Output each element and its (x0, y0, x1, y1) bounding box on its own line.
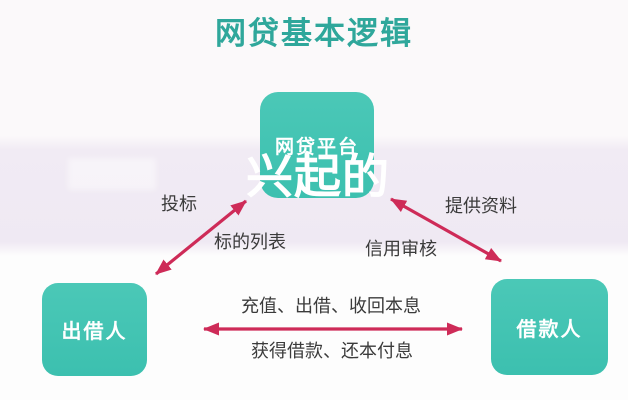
node-lender: 出借人 (42, 283, 147, 376)
diagram-title: 网贷基本逻辑 (215, 16, 413, 51)
edge-label-listing: 标的列表 (214, 232, 286, 252)
arrow-lender-platform (154, 199, 248, 276)
node-platform-label: 网贷平台 (274, 136, 359, 158)
ghost-watermark (68, 158, 156, 190)
edge-label-recharge-lend: 充值、出借、收回本息 (241, 296, 421, 316)
node-borrower-label: 借款人 (516, 318, 583, 341)
arrow-platform-borrower (390, 197, 502, 263)
node-lender-label: 出借人 (61, 321, 128, 343)
node-borrower: 借款人 (491, 279, 608, 375)
edge-label-obtain-repay: 获得借款、还本付息 (251, 341, 413, 361)
edge-label-bid: 投标 (161, 194, 197, 214)
node-platform: 网贷平台 (260, 92, 374, 198)
edge-label-provide-materials: 提供资料 (445, 196, 517, 216)
overlay-watermark-text: 兴起的 (246, 150, 390, 203)
edge-label-credit-review: 信用审核 (365, 239, 437, 259)
